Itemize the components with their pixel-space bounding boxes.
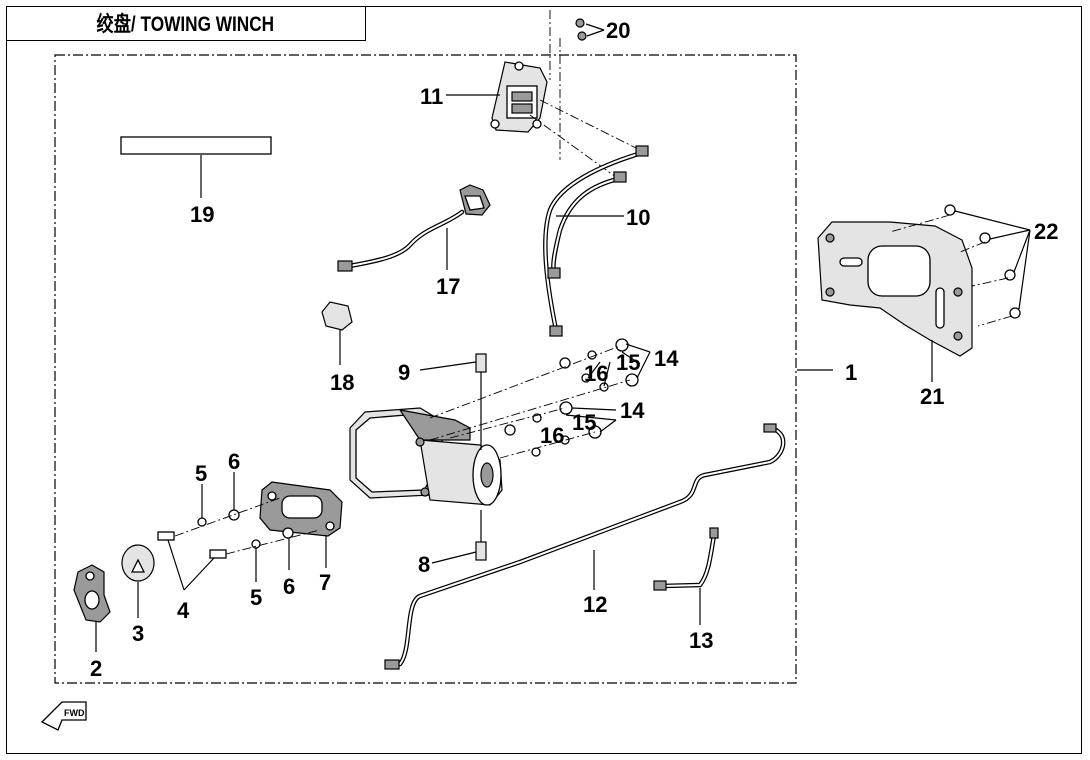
switch-harness-17 — [337, 184, 491, 272]
fwd-label: FWD — [64, 708, 85, 718]
callout-17: 17 — [436, 274, 460, 299]
callout-4: 4 — [177, 598, 190, 623]
wire-harness-10 — [543, 145, 649, 337]
cable-12 — [384, 423, 786, 670]
winch-assembly — [349, 407, 503, 506]
callout-10: 10 — [626, 205, 650, 230]
callout-14b: 14 — [620, 398, 645, 423]
callout-15b: 15 — [572, 410, 596, 435]
hook-2 — [73, 564, 111, 623]
control-box-11 — [490, 61, 548, 133]
callout-13: 13 — [689, 628, 713, 653]
callout-14a: 14 — [654, 346, 679, 371]
callout-15a: 15 — [616, 350, 640, 375]
callout-1: 1 — [845, 360, 857, 385]
bolts-22 — [944, 204, 1021, 319]
callout-20: 20 — [606, 18, 630, 43]
terminal-9 — [475, 353, 487, 373]
callout-22: 22 — [1034, 219, 1058, 244]
callout-16b: 16 — [540, 423, 564, 448]
callout-2: 2 — [90, 656, 102, 681]
bolts-4 — [157, 531, 227, 559]
callout-18: 18 — [330, 370, 354, 395]
callout-12: 12 — [583, 592, 607, 617]
fwd-arrow-icon: FWD — [40, 701, 87, 731]
callout-5a: 5 — [195, 461, 207, 486]
terminal-8 — [475, 541, 487, 561]
callout-8: 8 — [418, 552, 430, 577]
label-plate-19 — [120, 136, 272, 155]
page-title: 绞盘/ TOWING WINCH — [96, 13, 275, 36]
callout-9: 9 — [398, 360, 410, 385]
mounting-plate-21 — [817, 221, 973, 357]
diagram-frame — [6, 6, 1082, 754]
callout-19: 19 — [190, 202, 214, 227]
fasteners-upper — [559, 338, 639, 392]
fairlead-7 — [259, 481, 343, 537]
callout-16a: 16 — [584, 361, 608, 386]
callout-11: 11 — [420, 84, 443, 109]
bracket-18 — [321, 301, 353, 331]
callout-5b: 5 — [250, 585, 262, 610]
title-box: 绞盘/ TOWING WINCH — [6, 6, 366, 41]
callout-7: 7 — [319, 570, 331, 595]
callout-6b: 6 — [283, 574, 295, 599]
callout-3: 3 — [132, 621, 144, 646]
callout-6a: 6 — [228, 449, 240, 474]
callout-21: 21 — [920, 384, 944, 409]
cable-13 — [653, 527, 719, 591]
hook-stopper-3 — [121, 544, 155, 582]
